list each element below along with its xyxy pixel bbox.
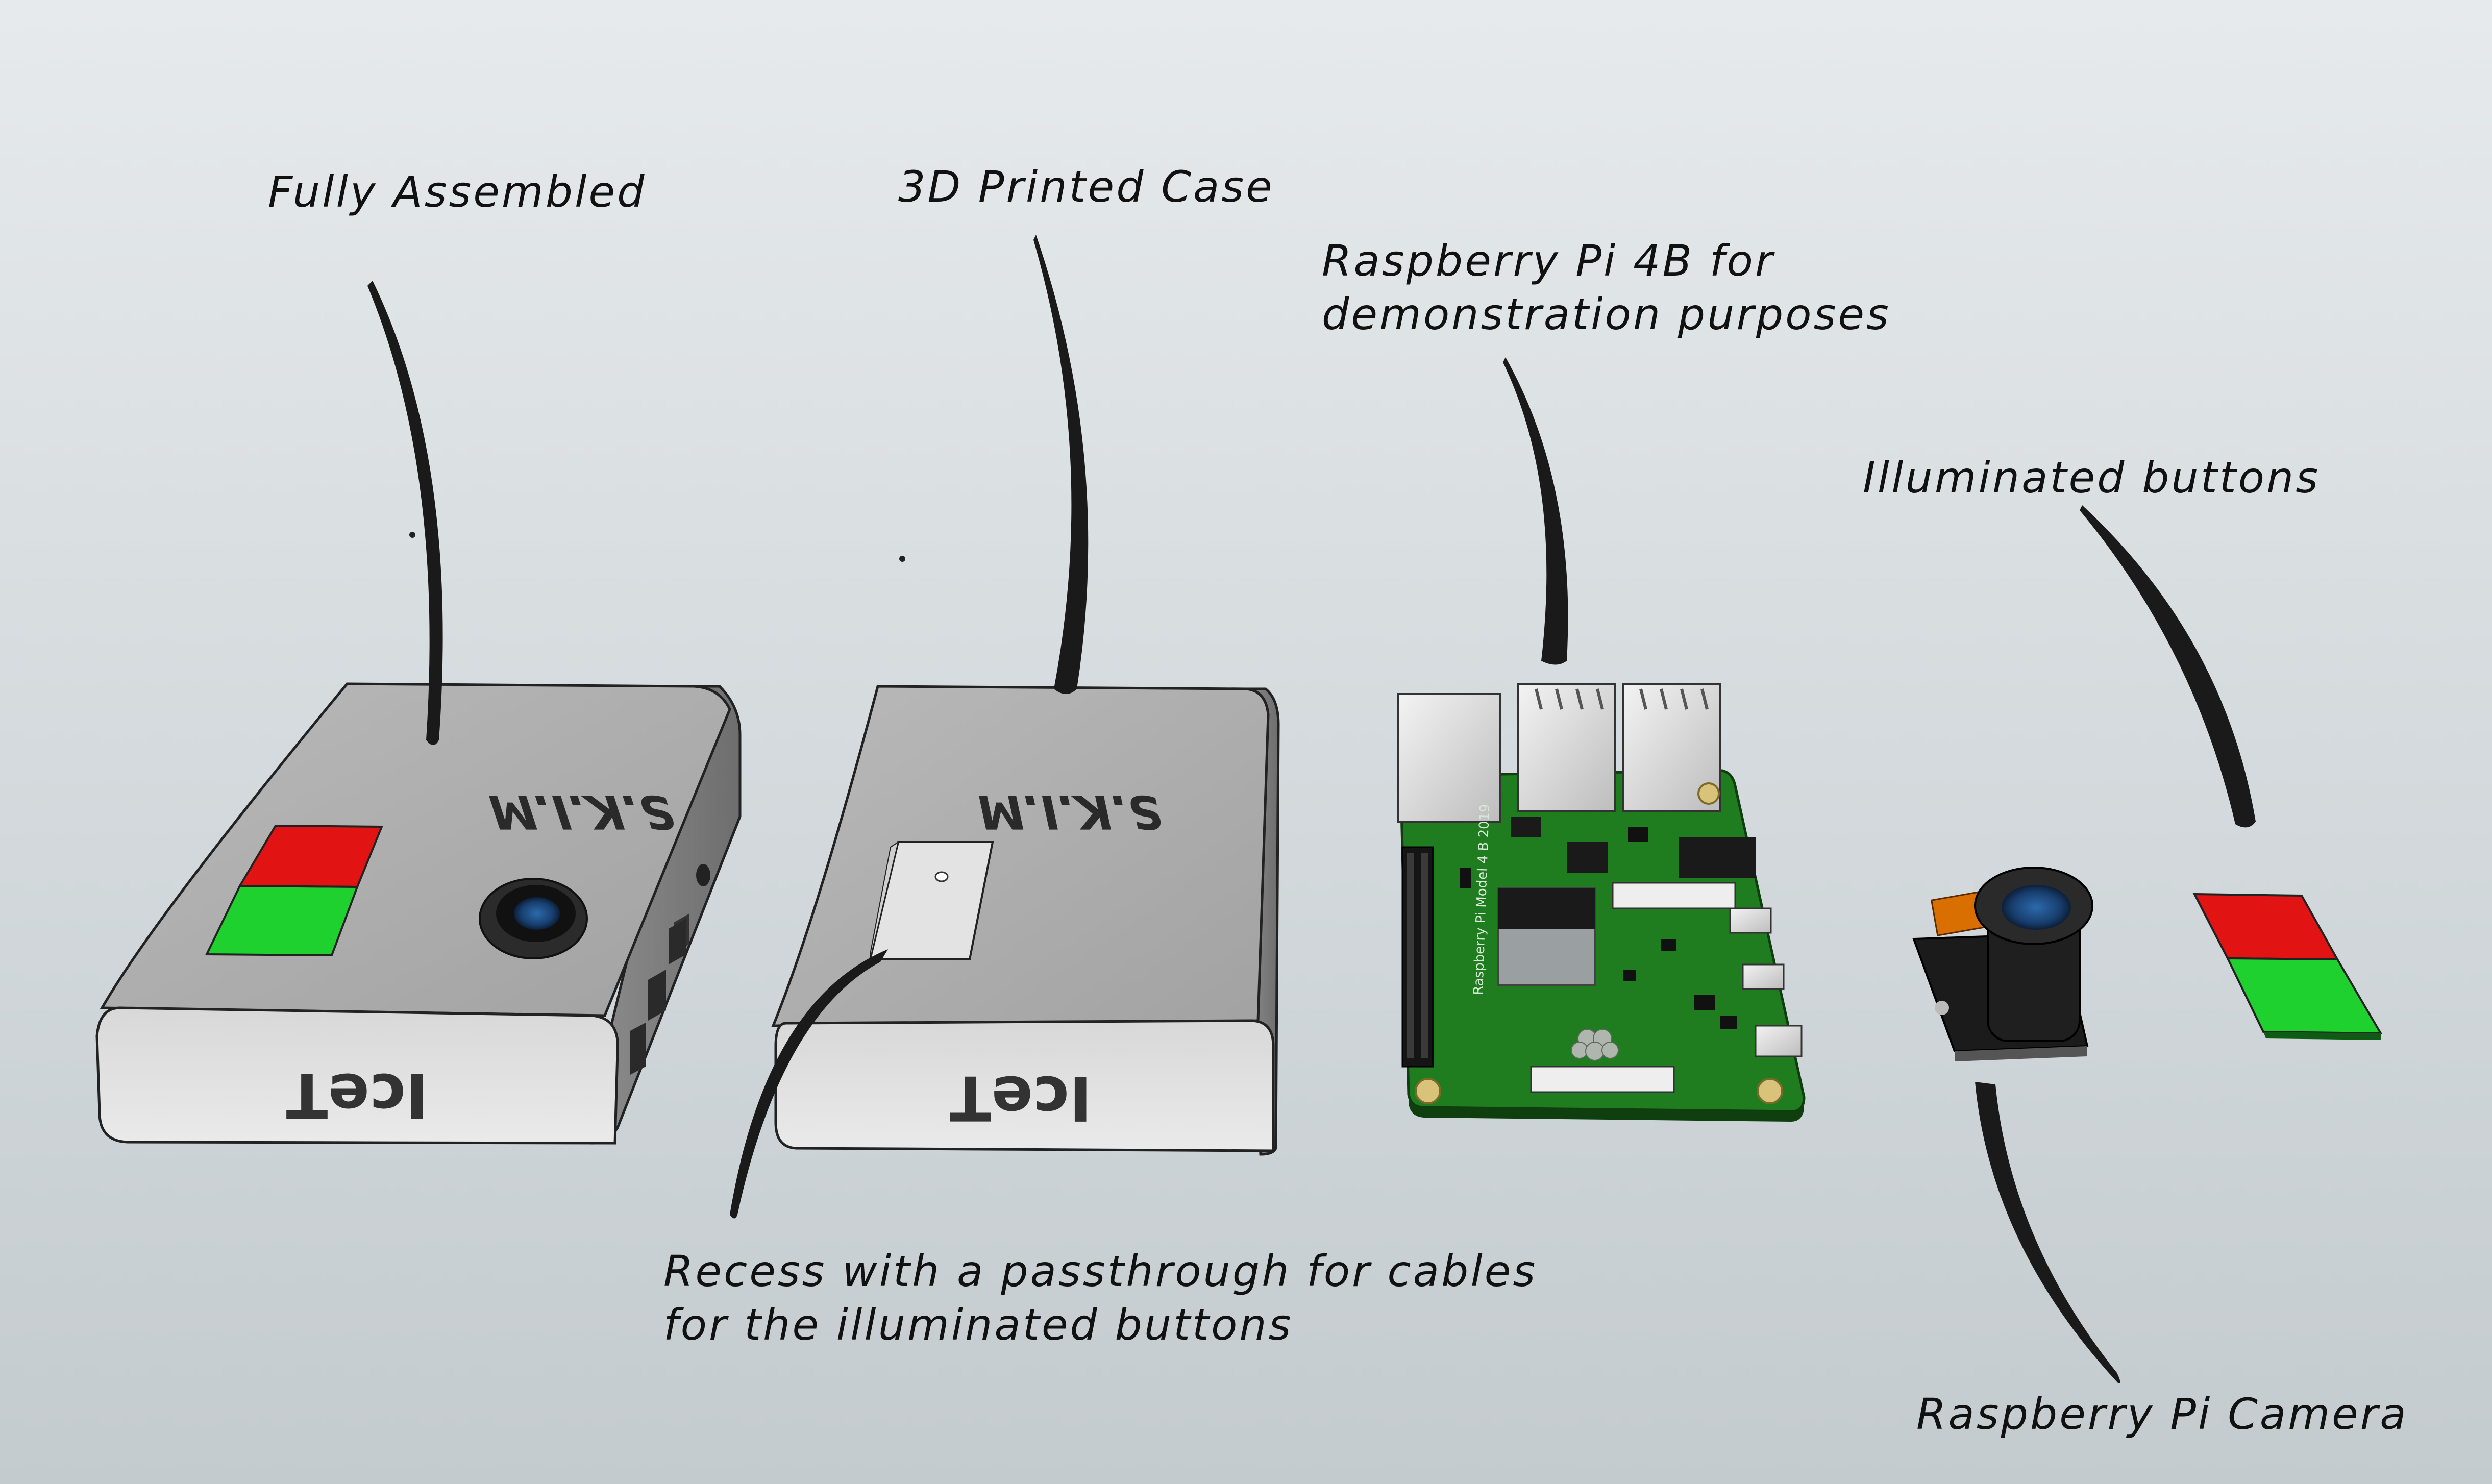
leader-printed-case [1033,235,1088,694]
raspberry-pi-board: Raspberry Pi Model 4 B 2019 [1398,684,1804,1122]
assembled-unit: S.K.I.M IceT [97,684,740,1143]
loose-green-button [2228,958,2381,1033]
camera-module [1914,868,2092,1061]
case-top-text: S.K.I.M [972,785,1167,838]
label-fully-assembled: Fully Assembled [268,167,646,217]
wifi-chip [1511,817,1541,837]
micro-hdmi-2 [1743,964,1784,989]
label-printed-case: 3D Printed Case [898,162,1274,212]
micro-hdmi-1 [1730,908,1771,933]
label-raspberry-pi-line2: demonstration purposes [1322,289,1891,339]
camera-connector [1531,1067,1674,1092]
usb-controller-chip [1567,842,1608,873]
leader-illuminated-buttons [2080,505,2256,827]
camera-lens-glass [2002,885,2071,930]
assembled-top-text: S.K.I.M [481,785,682,839]
leader-camera [1975,1082,2120,1383]
usb-c-port [1756,1026,1802,1056]
ethernet-port [1398,694,1500,822]
mounting-hole-2 [1758,1079,1782,1103]
assembled-marker-dot [409,532,415,538]
label-recess-line2: for the illuminated buttons [663,1300,1293,1350]
case-marker-dot [899,556,905,562]
assembled-audio-jack [696,864,710,886]
illuminated-buttons-part [2194,894,2381,1040]
leader-fully-assembled [367,281,443,745]
case-cable-passthrough [935,872,948,881]
assembled-front-text: IceT [286,1059,428,1130]
loose-red-button [2194,894,2337,959]
label-camera: Raspberry Pi Camera [1916,1389,2408,1439]
assembled-port-3 [630,1023,646,1075]
label-raspberry-pi-line1: Raspberry Pi 4B for [1322,236,1775,286]
camera-mount-screw [1935,1001,1949,1015]
label-recess-line1: Recess with a passthrough for cables [663,1246,1537,1296]
mounting-hole-1 [1416,1079,1440,1103]
label-illuminated-buttons: Illuminated buttons [1863,453,2320,503]
case-front-text: IceT [949,1062,1092,1133]
ram-chip [1498,888,1595,929]
display-connector [1613,883,1735,908]
assembled-camera-glass [514,897,560,930]
leader-raspberry-pi [1503,357,1568,665]
mounting-hole-3 [1698,783,1719,804]
audio-jack [1679,837,1756,878]
